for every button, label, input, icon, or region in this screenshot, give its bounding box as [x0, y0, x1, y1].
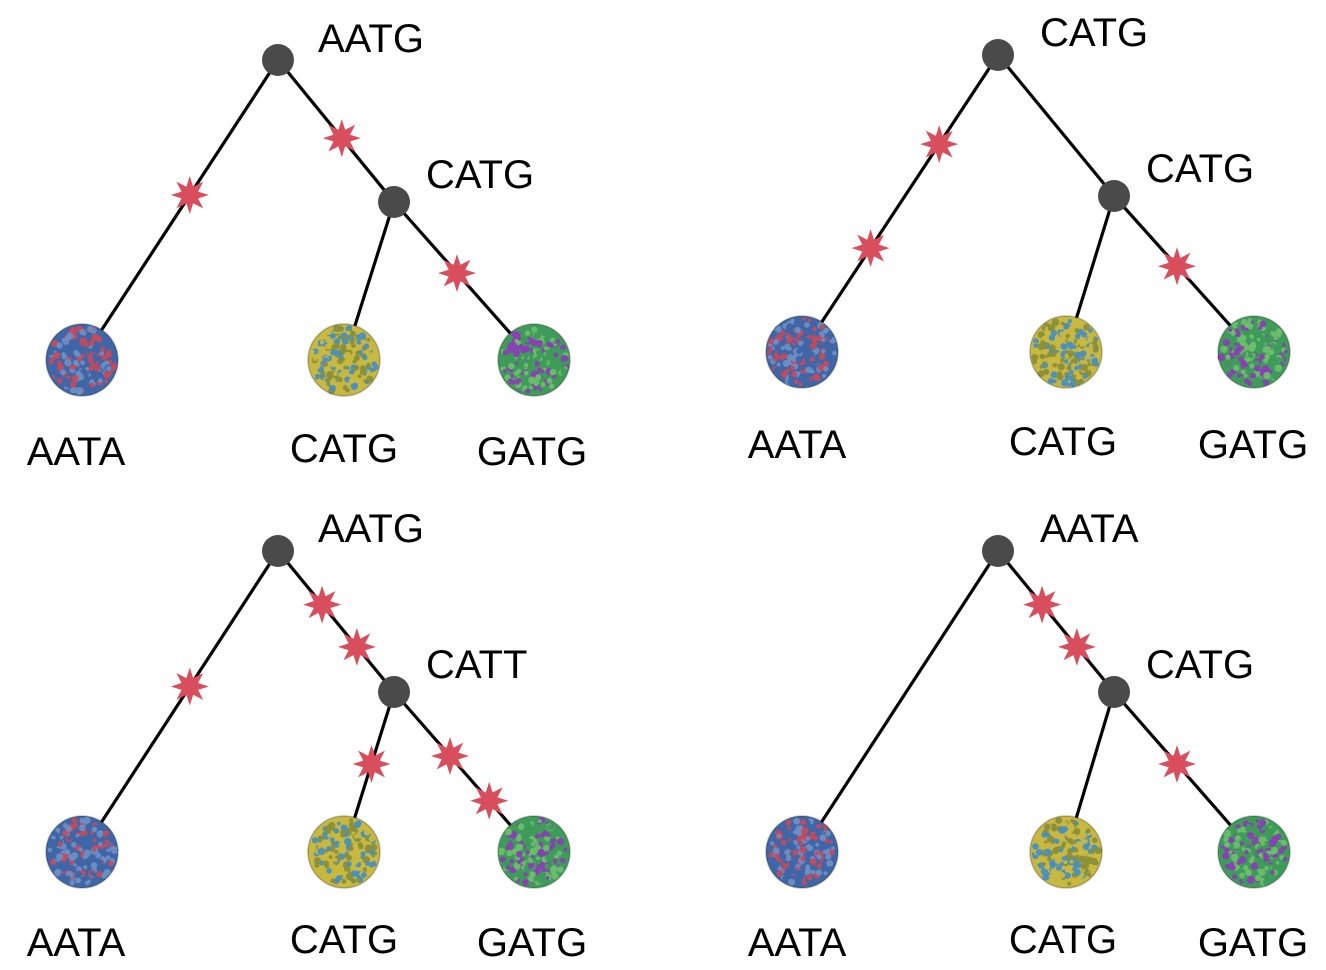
mutation-star-icon: [1158, 247, 1196, 286]
inner-sequence-label: CATT: [426, 643, 527, 687]
mutation-star-icon: [438, 254, 476, 293]
mutation-star-icon: [470, 781, 509, 820]
leaf-sequence-label: AATA: [27, 921, 126, 965]
leaf-sequence-label: CATG: [290, 918, 398, 962]
mutation-star-icon: [303, 585, 342, 624]
ancestor-node-icon: [982, 535, 1014, 567]
ancestor-node-icon: [378, 186, 410, 218]
branch-root-to-leaf1: [819, 54, 1000, 325]
virus-particle-icon: [1217, 315, 1291, 389]
tree-panel-2: CATG CATG AATA CATG GATG: [748, 11, 1308, 467]
root-sequence-label: AATA: [1040, 507, 1139, 551]
branch-inner-to-leaf2: [352, 201, 396, 329]
leaf-sequence-label: AATA: [748, 423, 847, 467]
virus-particle-icon: [1217, 815, 1291, 889]
virus-particle-icon: [1029, 815, 1103, 889]
virus-particle-icon: [497, 323, 571, 397]
mutation-star-icon: [337, 627, 376, 666]
mutation-star-icon: [170, 176, 209, 214]
ancestor-node-icon: [262, 535, 294, 567]
virus-particle-icon: [1029, 315, 1103, 389]
branch-inner-to-leaf2: [1074, 691, 1116, 820]
mutation-star-icon: [352, 745, 391, 783]
inner-sequence-label: CATG: [1146, 147, 1254, 191]
mutation-star-icon: [170, 667, 209, 706]
branch-root-to-leaf1: [819, 550, 1000, 825]
mutation-star-icon: [431, 737, 469, 775]
ancestor-node-icon: [982, 39, 1014, 71]
root-sequence-label: AATG: [318, 507, 424, 551]
virus-particle-icon: [307, 323, 381, 397]
root-sequence-label: AATG: [318, 17, 424, 61]
tree-panel-1: AATG CATG AATA CATG GATG: [27, 17, 587, 474]
tree-panel-3: AATG CATT AATA CATG GATG: [27, 507, 587, 965]
leaf-sequence-label: AATA: [27, 430, 126, 474]
ancestor-node-icon: [1098, 180, 1130, 212]
inner-sequence-label: CATG: [1146, 643, 1254, 687]
tree-panel-4: AATA CATG AATA CATG GATG: [748, 507, 1308, 965]
mutation-star-icon: [1057, 627, 1096, 666]
leaf-sequence-label: CATG: [290, 427, 398, 471]
virus-particle-icon: [45, 815, 119, 889]
leaf-sequence-label: GATG: [477, 921, 587, 965]
branch-root-to-inner: [996, 53, 1116, 198]
leaf-sequence-label: GATG: [1198, 921, 1308, 965]
ancestor-node-icon: [1098, 676, 1130, 708]
mutation-star-icon: [1023, 585, 1062, 624]
branch-inner-to-leaf2: [1074, 195, 1116, 320]
inner-sequence-label: CATG: [426, 153, 534, 197]
leaf-sequence-label: GATG: [1198, 423, 1308, 467]
leaf-sequence-label: CATG: [1009, 918, 1117, 962]
mutation-star-icon: [851, 229, 890, 268]
branch-root-to-inner: [276, 549, 396, 694]
virus-particle-icon: [45, 323, 119, 397]
leaf-sequence-label: AATA: [748, 921, 847, 965]
ancestor-node-icon: [262, 44, 294, 76]
leaf-sequence-label: GATG: [477, 430, 587, 474]
branch-root-to-inner: [996, 549, 1116, 694]
mutation-star-icon: [1158, 745, 1196, 783]
virus-particle-icon: [765, 815, 839, 889]
virus-particle-icon: [307, 815, 381, 889]
mutation-star-icon: [322, 119, 361, 158]
mutation-star-icon: [920, 125, 959, 164]
virus-particle-icon: [497, 815, 571, 889]
ancestor-node-icon: [378, 676, 410, 708]
root-sequence-label: CATG: [1040, 11, 1148, 55]
leaf-sequence-label: CATG: [1009, 420, 1117, 464]
virus-particle-icon: [765, 315, 839, 389]
